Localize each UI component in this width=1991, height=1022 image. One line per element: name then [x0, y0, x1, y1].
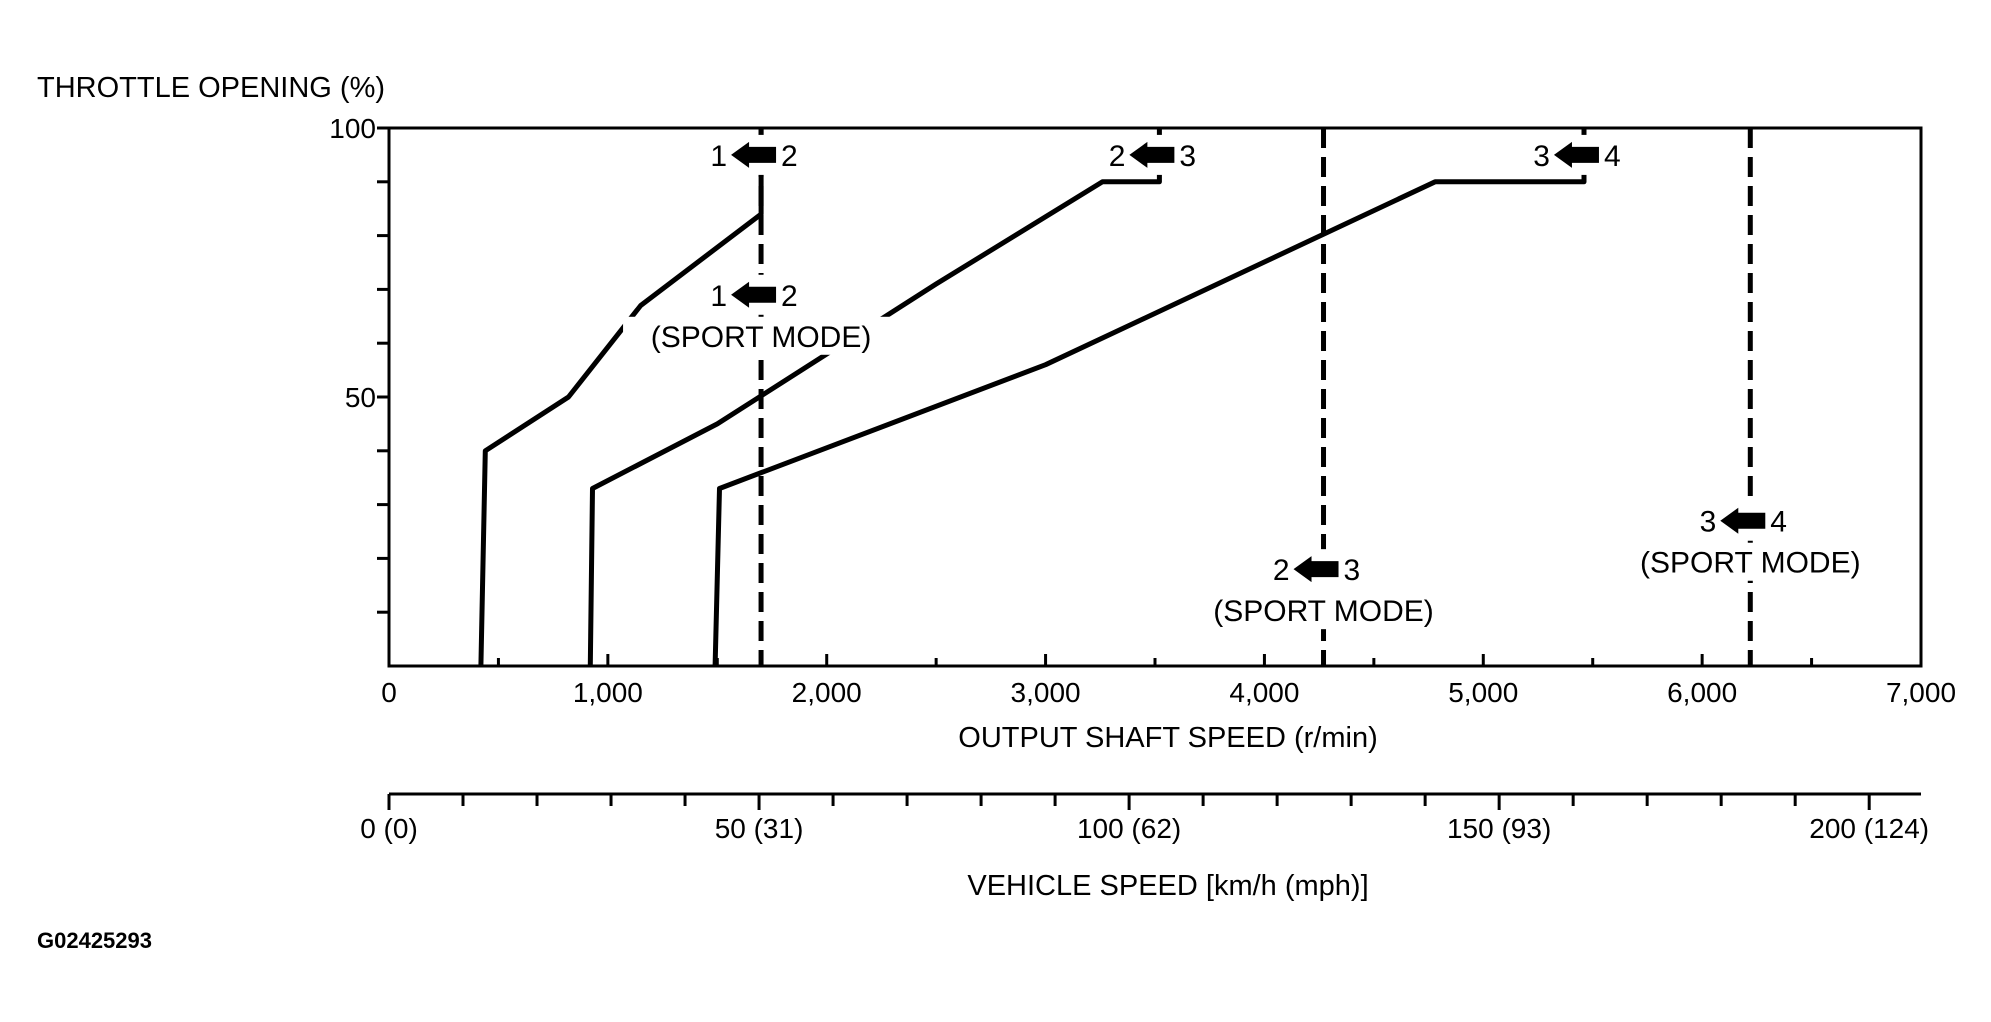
shift-line-1-2	[478, 128, 764, 667]
vehicle-speed-tick-label: 200 (124)	[1809, 813, 1929, 844]
shift-to-gear: 3	[1179, 140, 1196, 173]
y-tick-label: 50	[345, 382, 376, 413]
x-tick-label: 2,000	[792, 677, 862, 708]
left-arrow-icon	[1720, 507, 1766, 534]
sport-mode-lines	[758, 128, 1753, 666]
figure-id: G02425293	[37, 928, 152, 953]
x-tick-label: 3,000	[1011, 677, 1081, 708]
shift-from-gear: 1	[710, 280, 727, 313]
shift-to-gear: 2	[781, 280, 798, 313]
vehicle-speed-tick-label: 150 (93)	[1447, 813, 1551, 844]
vehicle-speed-ticks: 0 (0) 50 (31) 100 (62) 150 (93) 200 (124)	[360, 794, 1929, 844]
x-tick-label: 0	[381, 677, 397, 708]
x-tick-label: 1,000	[573, 677, 643, 708]
shift-lines	[478, 128, 1587, 667]
shift-from-gear: 3	[1533, 140, 1550, 173]
sport-mode-label: (SPORT MODE)	[651, 321, 872, 354]
shift-to-gear: 4	[1604, 140, 1621, 173]
left-arrow-icon	[1293, 556, 1339, 583]
vehicle-speed-tick-label: 50 (31)	[715, 813, 804, 844]
vehicle-speed-tick-label: 0 (0)	[360, 813, 418, 844]
sport-mode-label: (SPORT MODE)	[1213, 595, 1434, 628]
x-ticks: 0 1,000 2,000 3,000 4,000 5,000 6,000 7,000	[381, 654, 1956, 708]
left-arrow-icon	[731, 281, 777, 308]
shift-line-3-4	[712, 128, 1587, 667]
y-ticks: 100 50	[329, 113, 389, 614]
shift-to-gear: 3	[1344, 554, 1361, 587]
shift-annotation: 2 3 (SPORT MODE)	[1185, 549, 1462, 630]
left-arrow-icon	[731, 141, 777, 168]
y-axis-label: THROTTLE OPENING (%)	[37, 72, 385, 104]
shift-from-gear: 2	[1109, 140, 1126, 173]
vehicle-speed-tick-label: 100 (62)	[1077, 813, 1181, 844]
vehicle-speed-axis-label: VEHICLE SPEED [km/h (mph)]	[967, 870, 1368, 902]
sport-label-background	[623, 316, 900, 355]
y-tick-label: 100	[329, 113, 376, 144]
x-tick-label: 4,000	[1229, 677, 1299, 708]
shift-to-gear: 4	[1770, 506, 1787, 539]
left-arrow-icon	[1553, 141, 1599, 168]
x-tick-label: 5,000	[1448, 677, 1518, 708]
x-tick-label: 6,000	[1667, 677, 1737, 708]
shift-from-gear: 1	[710, 140, 727, 173]
x-axis-label: OUTPUT SHAFT SPEED (r/min)	[958, 722, 1377, 754]
x-tick-label: 7,000	[1886, 677, 1956, 708]
sport-label-background	[1612, 542, 1889, 581]
shift-from-gear: 3	[1700, 506, 1717, 539]
sport-label-background	[1185, 591, 1462, 630]
shift-to-gear: 2	[781, 140, 798, 173]
shift-annotation: 1 2 (SPORT MODE)	[623, 274, 900, 355]
shift-line-2-3	[587, 128, 1162, 667]
plot-frame	[387, 126, 1923, 668]
shift-from-gear: 2	[1273, 554, 1290, 587]
shift-annotation: 3 4 (SPORT MODE)	[1612, 500, 1889, 581]
sport-mode-label: (SPORT MODE)	[1640, 547, 1861, 580]
left-arrow-icon	[1129, 141, 1175, 168]
